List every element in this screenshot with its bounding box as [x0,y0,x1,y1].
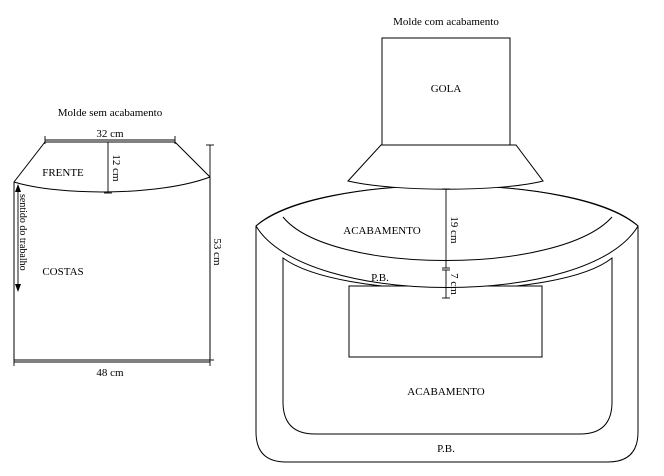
grain-line-arrow [15,184,21,292]
inner-panel [348,285,543,358]
dim-pb-line [442,269,450,299]
right-pattern-title: Molde com acabamento [393,16,499,28]
dim-finish-line [442,188,450,269]
left-pattern-title: Molde sem acabamento [58,107,163,119]
collar-yoke [347,144,544,190]
dim-pb-label: 7 cm [448,273,460,295]
left-pattern: Molde sem acabamento FRENTE COSTAS senti… [13,107,223,379]
label-frente: FRENTE [42,167,84,179]
dim-top-line [44,136,176,144]
front-neckline-curve [13,176,211,193]
dim-neck-line [104,141,112,194]
dim-bottom-line [13,358,211,366]
dim-bottom-label: 48 cm [96,367,124,379]
dim-finish-label: 19 cm [448,216,460,244]
grain-label: sentido do trabalho [17,194,28,271]
label-costas: COSTAS [42,266,83,278]
dim-top-label: 32 cm [96,128,124,140]
right-pattern: Molde com acabamento GOLA ACABAMENTO P.B… [255,16,639,463]
label-pb-upper: P.B. [371,272,389,284]
label-acabamento-lower: ACABAMENTO [407,386,484,398]
label-pb-lower: P.B. [437,443,455,455]
label-gola: GOLA [431,83,462,95]
upper-bands [255,185,639,288]
collar-rect [381,37,511,146]
dim-neck-label: 12 cm [110,154,122,182]
dim-height-label: 53 cm [211,238,223,266]
label-acabamento-upper: ACABAMENTO [343,225,420,237]
